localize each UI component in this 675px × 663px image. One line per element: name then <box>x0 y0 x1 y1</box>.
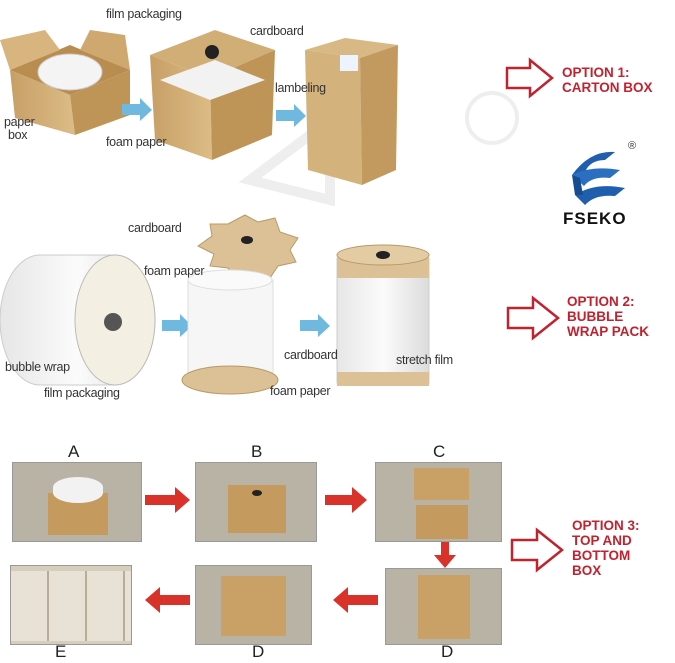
option3-heading: OPTION 3: TOP AND BOTTOM BOX <box>572 518 640 578</box>
label-foam-paper-top: foam paper <box>144 264 205 278</box>
step-letter-e: E <box>55 642 67 661</box>
option3-line2: TOP AND <box>572 533 632 548</box>
roll-standing-foam <box>181 269 279 395</box>
label-film-packaging: film packaging <box>106 7 182 21</box>
cardboard-star-disc <box>197 214 299 281</box>
option1-title: OPTION 1: <box>562 65 630 80</box>
photo-step-b <box>195 462 317 542</box>
step-letter-b: B <box>251 442 263 461</box>
fseko-logo <box>572 151 625 205</box>
option3-line4: BOX <box>572 563 602 578</box>
option2-line2: BUBBLE <box>567 309 624 324</box>
box-with-cardboard <box>150 30 275 160</box>
step-letter-d-2: D <box>441 642 454 661</box>
label-paper: paper <box>4 115 35 129</box>
option2-heading: OPTION 2: BUBBLE WRAP PACK <box>567 294 649 339</box>
label-lambeling: lambeling <box>275 81 326 95</box>
option3-title: OPTION 3: <box>572 518 640 533</box>
step-letter-c: C <box>433 442 446 461</box>
red-step-arrows <box>145 487 456 613</box>
label-foam-paper: foam paper <box>106 135 167 149</box>
label-film-packaging-2: film packaging <box>44 386 120 400</box>
roll-lying-bubble-wrap <box>0 254 156 386</box>
option2-line3: WRAP PACK <box>567 324 650 339</box>
option2-title: OPTION 2: <box>567 294 635 309</box>
photo-step-e <box>10 565 132 645</box>
red-outline-arrows <box>505 57 565 573</box>
photo-step-c <box>375 462 502 542</box>
logo-registered-mark: ® <box>628 140 637 152</box>
label-cardboard: cardboard <box>250 24 304 38</box>
roll-stretch-film <box>336 244 430 386</box>
option3-line3: BOTTOM <box>572 548 631 563</box>
label-cardboard-bottom: cardboard <box>284 348 338 362</box>
label-cardboard-top: cardboard <box>128 221 182 235</box>
label-stretch-film: stretch film <box>396 353 453 367</box>
option1-subtitle: CARTON BOX <box>562 80 653 95</box>
photo-step-d-taped <box>385 568 502 645</box>
step-letter-d-1: D <box>252 642 265 661</box>
open-box-with-roll <box>0 30 130 135</box>
photo-step-d-sealed <box>195 565 312 645</box>
sealed-tall-box <box>305 38 398 185</box>
label-foam-paper-bottom: foam paper <box>270 384 331 398</box>
photo-step-a <box>12 462 142 542</box>
label-box: box <box>8 128 28 142</box>
logo-text: FSEKO <box>563 209 627 228</box>
blue-arrows <box>122 98 330 337</box>
option1-heading: OPTION 1: CARTON BOX <box>562 65 653 95</box>
step-letter-a: A <box>68 442 80 461</box>
label-bubble-wrap: bubble wrap <box>5 360 70 374</box>
